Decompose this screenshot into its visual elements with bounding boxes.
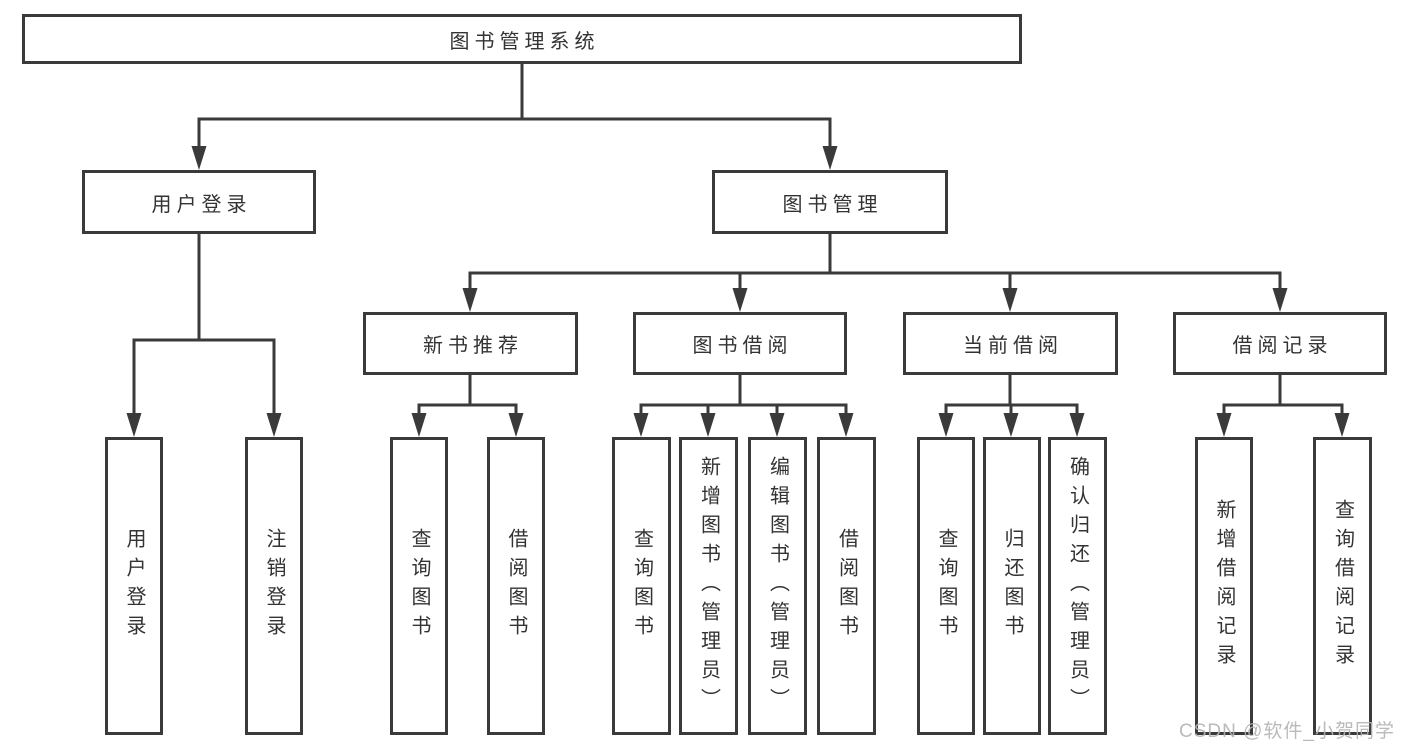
node-library-system: 图书管理系统 (22, 14, 1022, 64)
node-borrow-add-books-admin: 新增图书（管理员） (679, 437, 738, 735)
arrowhead-down (1334, 413, 1350, 437)
node-current-confirm-return-admin: 确认归还（管理员） (1048, 437, 1107, 735)
connector-user-login-children (126, 232, 282, 437)
arrowhead-down (266, 413, 282, 437)
node-records-query-record: 查询借阅记录 (1313, 437, 1372, 735)
csdn-watermark: CSDN @软件_小贺同学 (1179, 721, 1395, 742)
arrowhead-down (838, 413, 854, 437)
node-current-borrow: 当前借阅 (903, 312, 1118, 375)
node-user-login: 用户登录 (82, 170, 316, 234)
node-new-book-recommend: 新书推荐 (363, 312, 578, 375)
arrowhead-down (633, 413, 649, 437)
node-book-management: 图书管理 (712, 170, 948, 234)
arrowhead-down (938, 413, 954, 437)
arrowhead-down (1003, 413, 1019, 437)
node-borrow-borrow-books: 借阅图书 (817, 437, 876, 735)
arrowhead-down (508, 413, 524, 437)
node-login-action: 用户登录 (105, 437, 163, 735)
arrowhead-down (1069, 413, 1085, 437)
arrowhead-down (1002, 288, 1018, 312)
node-logout-action: 注销登录 (245, 437, 303, 735)
node-borrow-edit-books-admin: 编辑图书（管理员） (748, 437, 807, 735)
node-borrow-records: 借阅记录 (1173, 312, 1387, 375)
connector-root-to-level2 (191, 62, 838, 170)
node-book-borrow: 图书借阅 (633, 312, 847, 375)
arrowhead-down (462, 288, 478, 312)
connector-new-book-children (411, 373, 524, 437)
arrowhead-down (1272, 288, 1288, 312)
arrowhead-down (191, 146, 207, 170)
node-recommend-query-books: 查询图书 (390, 437, 448, 735)
node-records-add-record: 新增借阅记录 (1195, 437, 1253, 735)
arrowhead-down (769, 413, 785, 437)
connector-book-borrow-children (633, 373, 854, 437)
arrowhead-down (126, 413, 142, 437)
arrowhead-down (700, 413, 716, 437)
node-borrow-query-books: 查询图书 (612, 437, 671, 735)
arrowhead-down (411, 413, 427, 437)
arrowhead-down (732, 288, 748, 312)
connector-current-borrow-children (938, 373, 1085, 437)
connector-book-management-children (462, 232, 1288, 312)
arrowhead-down (822, 146, 838, 170)
node-current-query-books: 查询图书 (917, 437, 975, 735)
arrowhead-down (1216, 413, 1232, 437)
node-recommend-borrow-books: 借阅图书 (487, 437, 545, 735)
connector-borrow-records-children (1216, 373, 1350, 437)
node-current-return-books: 归还图书 (983, 437, 1041, 735)
